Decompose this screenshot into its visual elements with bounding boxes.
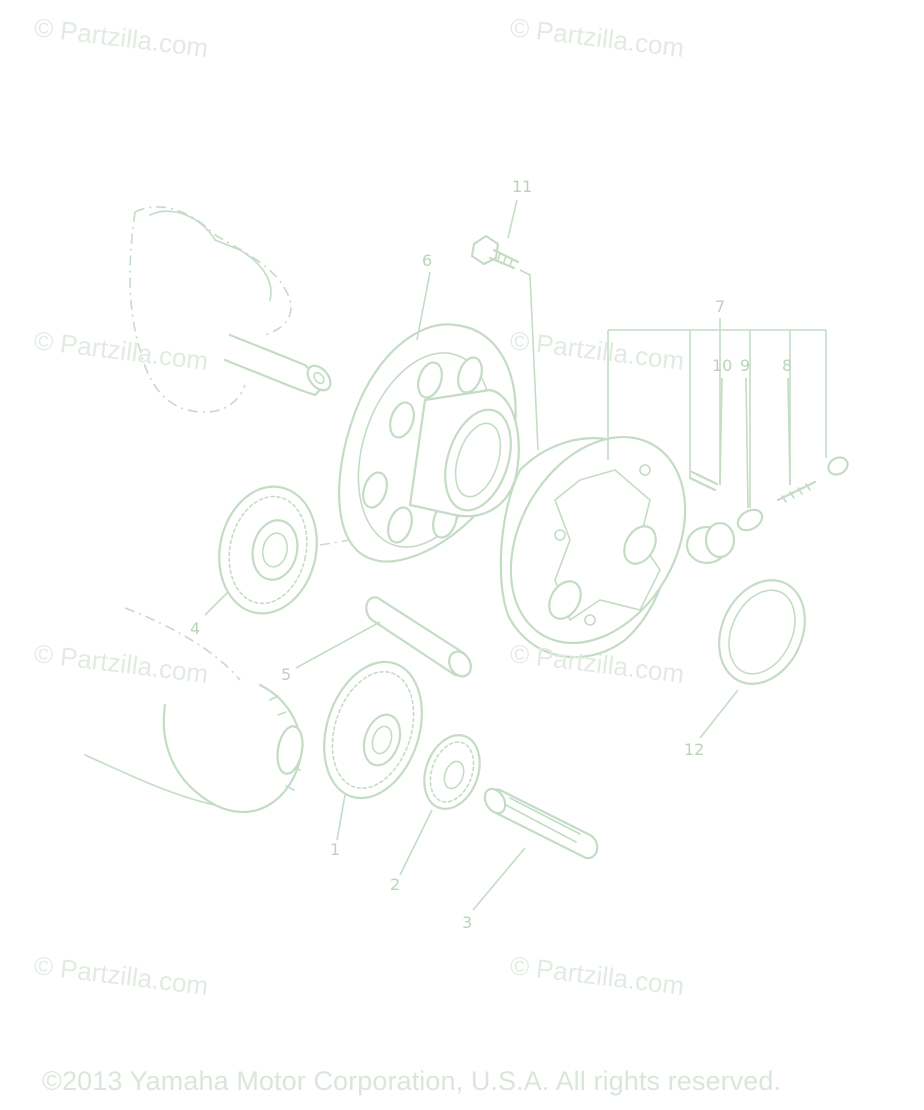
splined-shaft <box>483 787 599 860</box>
starter-clutch-assembly <box>499 435 687 659</box>
callout-6: 6 <box>422 251 432 270</box>
callout-5: 5 <box>281 665 291 684</box>
callout-9: 9 <box>740 356 750 375</box>
crankshaft-phantom <box>129 206 332 413</box>
callout-11: 11 <box>512 177 532 196</box>
callout-7: 7 <box>715 297 725 316</box>
seal-ring <box>718 579 806 685</box>
copyright-notice: ©2013 Yamaha Motor Corporation, U.S.A. A… <box>42 1066 782 1096</box>
callout-8: 8 <box>782 356 792 375</box>
starter-clutch-gear <box>338 323 520 563</box>
callout-1: 1 <box>330 840 340 859</box>
callout-labels: 11 6 7 10 9 8 4 5 1 2 3 12 <box>190 177 792 932</box>
idler-gear <box>218 485 351 615</box>
callout-4: 4 <box>190 619 200 638</box>
bolt <box>470 234 520 270</box>
crankcase-phantom <box>84 607 304 814</box>
leader-lines <box>204 199 827 911</box>
primary-drive-gear <box>323 660 423 800</box>
spring-plunger-roller-set <box>685 456 849 565</box>
callout-2: 2 <box>390 875 400 894</box>
callout-10: 10 <box>712 356 732 375</box>
idler-shaft <box>365 596 472 678</box>
callout-12: 12 <box>684 740 704 759</box>
callout-3: 3 <box>462 913 472 932</box>
small-drive-gear <box>423 734 481 810</box>
